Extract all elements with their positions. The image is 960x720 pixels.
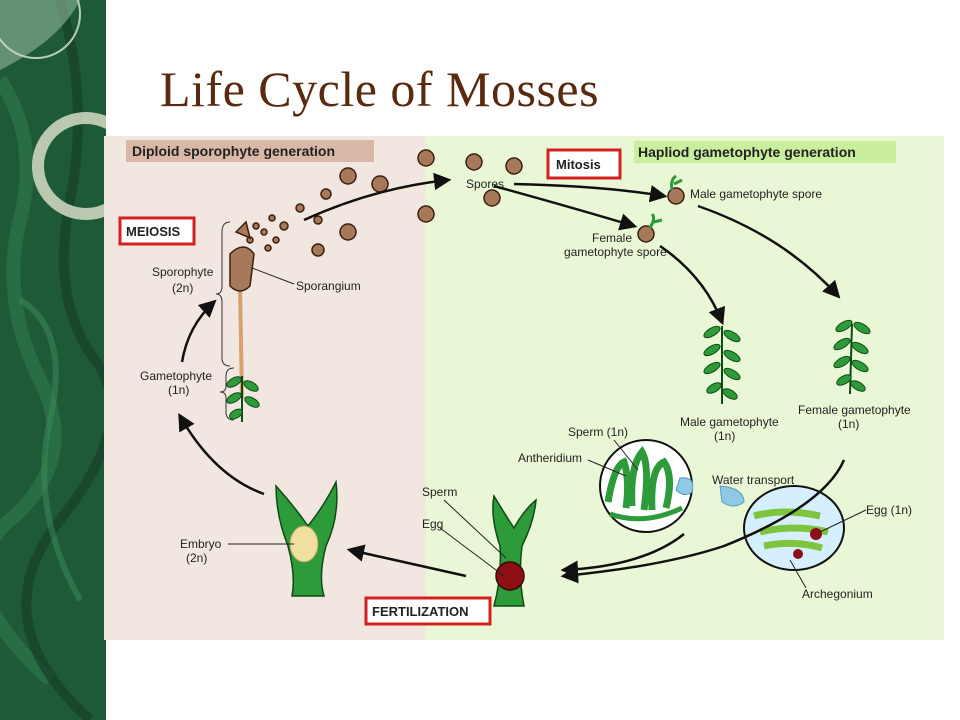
sperm-1n-label: Sperm (1n)	[568, 425, 628, 439]
spore-cloud	[246, 149, 523, 257]
male-spore-label: Male gametophyte spore	[690, 187, 822, 201]
male-gametophyte-spore	[667, 174, 685, 205]
arrow-to-female-plant	[697, 204, 841, 299]
cycle-arrows	[178, 172, 846, 584]
arrow-to-male-spore	[513, 182, 668, 203]
antheridium-detail	[599, 439, 693, 533]
arrow-embryo-to-gametophyte	[178, 412, 265, 496]
sporophyte-ploidy: (2n)	[172, 281, 193, 295]
moss-life-cycle-diagram: Diploid sporophyte generation Hapliod ga…	[104, 136, 944, 640]
arrow-gametophyte-to-sporophyte	[180, 299, 217, 363]
arrow-to-male-plant	[659, 244, 726, 326]
haploid-header: Hapliod gametophyte generation	[638, 144, 856, 160]
diploid-header-box	[126, 140, 374, 162]
sporangium-pointer	[251, 267, 295, 285]
spores-label: Spores	[466, 177, 504, 191]
fertilized-archegonium	[492, 493, 537, 607]
sperm-pointer	[443, 499, 507, 559]
diploid-header: Diploid sporophyte generation	[132, 143, 335, 159]
gametophyte-ploidy: (1n)	[168, 383, 189, 397]
decorative-ring-large	[32, 112, 106, 220]
water-transport-drops	[675, 477, 745, 507]
egg-1n-label: Egg (1n)	[866, 503, 912, 517]
female-gametophyte-plant	[833, 319, 871, 395]
female-gametophyte-label: Female gametophyte	[798, 403, 911, 417]
male-gametophyte-ploidy: (1n)	[714, 429, 735, 443]
slide-title: Life Cycle of Mosses	[160, 61, 600, 117]
female-spore-label: Female	[592, 231, 632, 245]
arrow-fertilization-to-embryo	[346, 544, 467, 578]
gametophyte-brace	[219, 367, 235, 421]
decorative-ring-small	[0, 0, 81, 59]
antheridium-label: Antheridium	[518, 451, 582, 465]
male-gametophyte-label: Male gametophyte	[680, 415, 779, 429]
mitosis-label: Mitosis	[556, 157, 601, 172]
antheridium-pointer	[587, 459, 627, 477]
embryo-label: Embryo	[180, 537, 222, 551]
mitosis-box	[546, 148, 622, 180]
female-spore-label-2: gametophyte spore	[564, 245, 667, 259]
corner-highlight-shape	[0, 0, 80, 70]
egg-label: Egg	[422, 517, 443, 531]
sporangium-label: Sporangium	[296, 279, 361, 293]
sporophyte-brace	[215, 221, 231, 367]
female-gametophyte-ploidy: (1n)	[838, 417, 859, 431]
fertilization-label: FERTILIZATION	[372, 604, 469, 619]
arrow-to-female-spore	[493, 184, 638, 231]
archegonium-pointer	[789, 559, 807, 589]
egg-1n-pointer	[819, 509, 867, 533]
meiosis-label: MEIOSIS	[126, 224, 181, 239]
arrow-female-to-fertilization	[560, 459, 846, 584]
diploid-panel	[104, 136, 426, 640]
meiosis-box	[118, 216, 196, 246]
sperm-label: Sperm	[422, 485, 457, 499]
archegonium-label: Archegonium	[802, 587, 873, 601]
arrow-to-spores	[303, 172, 452, 222]
sperm-1n-pointer	[613, 439, 639, 471]
embryo-ploidy: (2n)	[186, 551, 207, 565]
gametophyte-plant-left	[226, 376, 260, 422]
gametophyte-label: Gametophyte	[140, 369, 212, 383]
decorative-side-strip	[0, 0, 106, 720]
male-gametophyte-plant	[703, 325, 741, 404]
sporophyte-label: Sporophyte	[152, 265, 214, 279]
arrow-male-to-fertilization	[560, 533, 685, 579]
embryo-plant	[275, 479, 338, 597]
female-gametophyte-spore	[637, 212, 663, 243]
fertilization-box	[364, 596, 492, 626]
water-transport-label: Water transport	[712, 473, 795, 487]
haploid-header-box	[634, 141, 896, 163]
egg-pointer	[439, 527, 505, 577]
